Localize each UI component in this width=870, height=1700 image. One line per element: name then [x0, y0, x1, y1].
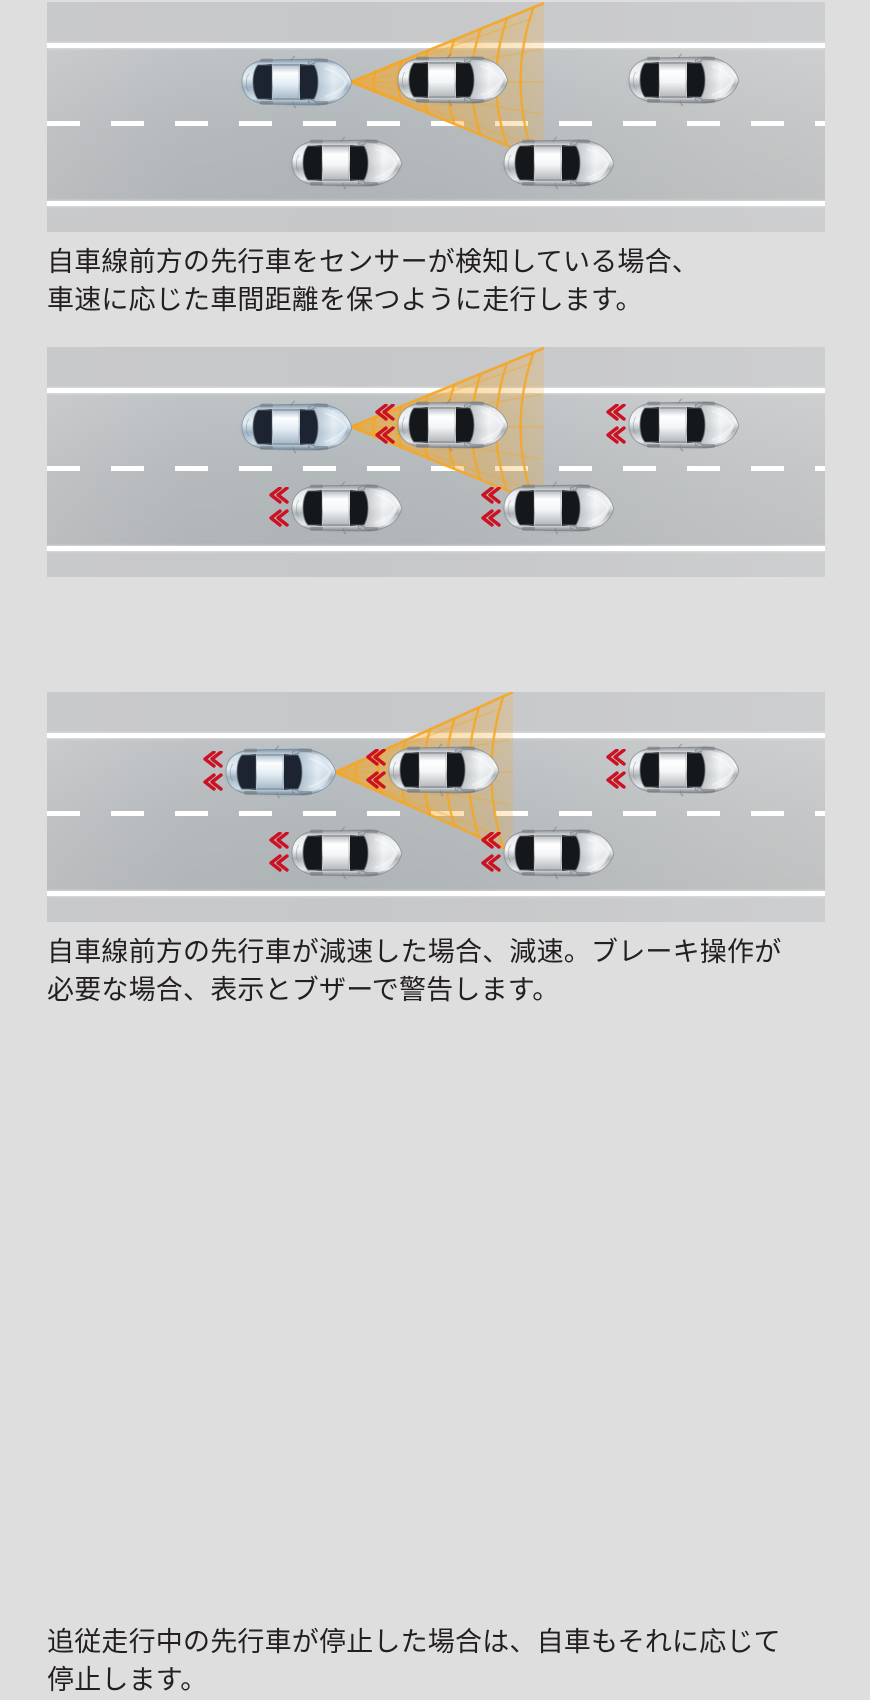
other-vehicle	[283, 480, 405, 536]
other-vehicle	[389, 397, 511, 453]
lane-dashed-center-line	[47, 121, 825, 126]
road-shoulder-bottom	[47, 550, 825, 577]
lane-edge-line-bottom	[47, 546, 825, 551]
other-vehicle	[495, 825, 617, 881]
lane-edge-line-top	[47, 43, 825, 48]
road-scene-3	[47, 692, 825, 922]
other-vehicle	[283, 135, 405, 191]
panel-caption-3: 追従走行中の先行車が停止した場合は、自車もそれに応じて 停止します。	[47, 1627, 781, 1696]
ego-vehicle	[233, 54, 355, 110]
lane-dashed-center-line	[47, 811, 825, 816]
road-scene-2	[47, 347, 825, 577]
road-shoulder-top	[47, 2, 825, 44]
other-vehicle	[620, 742, 742, 798]
ego-vehicle	[233, 399, 355, 455]
road-shoulder-top	[47, 347, 825, 389]
lane-edge-line-top	[47, 388, 825, 393]
other-vehicle	[389, 52, 511, 108]
ego-vehicle	[217, 744, 339, 800]
lane-dashed-center-line	[47, 466, 825, 471]
other-vehicle	[380, 742, 502, 798]
lane-edge-line-bottom	[47, 201, 825, 206]
panel-caption-1: 自車線前方の先行車をセンサーが検知している場合、 車速に応じた車間距離を保つよう…	[47, 247, 699, 316]
road-shoulder-bottom	[47, 895, 825, 922]
other-vehicle	[620, 52, 742, 108]
road-scene-1	[47, 2, 825, 232]
other-vehicle	[495, 135, 617, 191]
panel-caption-2: 自車線前方の先行車が減速した場合、減速。ブレーキ操作が 必要な場合、表示とブザー…	[47, 937, 782, 1006]
lane-edge-line-bottom	[47, 891, 825, 896]
lane-edge-line-top	[47, 733, 825, 738]
other-vehicle	[283, 825, 405, 881]
road-shoulder-bottom	[47, 205, 825, 232]
road-shoulder-top	[47, 692, 825, 734]
other-vehicle	[495, 480, 617, 536]
other-vehicle	[620, 397, 742, 453]
illustration-page: 自車線前方の先行車をセンサーが検知している場合、 車速に応じた車間距離を保つよう…	[47, 2, 825, 1696]
